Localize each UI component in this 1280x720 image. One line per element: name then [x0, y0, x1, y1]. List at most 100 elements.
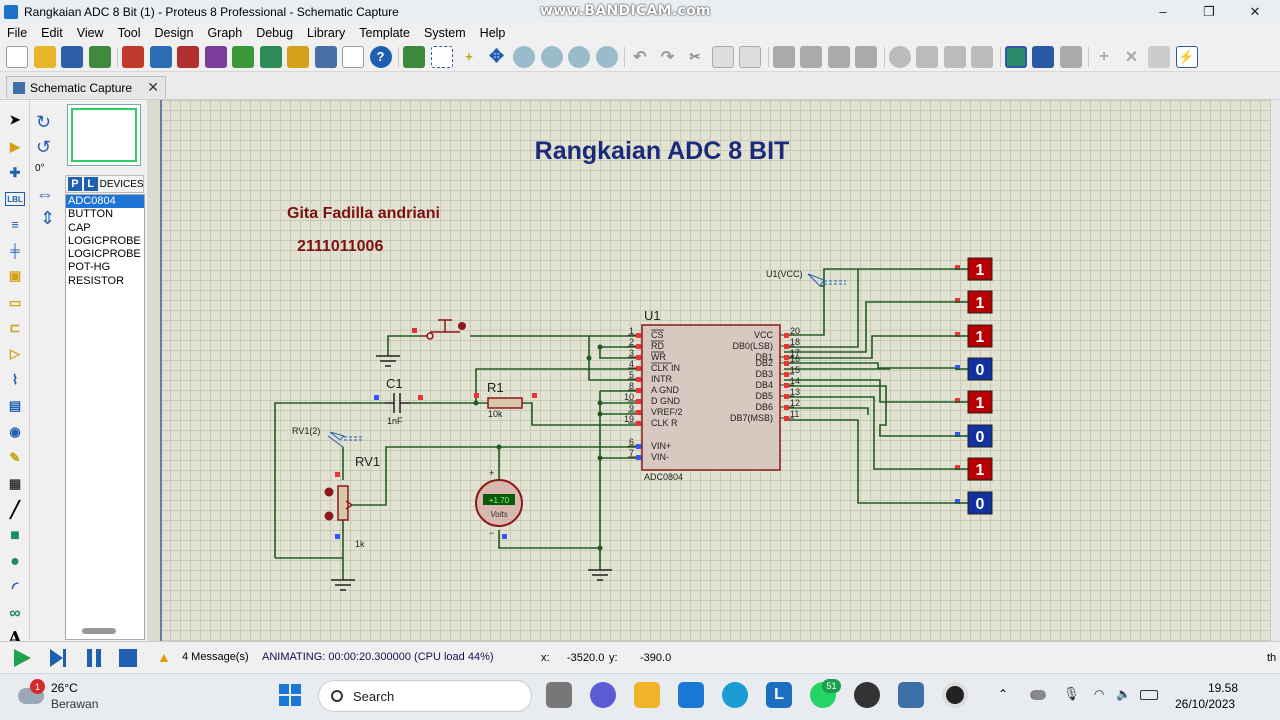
- tape-recorder-icon[interactable]: ⌇: [11, 372, 19, 387]
- menu-view[interactable]: View: [76, 25, 104, 40]
- selection-mode-icon[interactable]: ➤: [9, 112, 21, 127]
- bandicam-record-icon[interactable]: [942, 682, 968, 708]
- design-explorer-icon[interactable]: ⚡: [1175, 45, 1198, 68]
- paste-icon[interactable]: [739, 45, 761, 68]
- 3d-viewer-icon[interactable]: [232, 45, 254, 68]
- canvas-scrollbar[interactable]: [1271, 100, 1280, 641]
- schematic-icon[interactable]: [149, 45, 172, 68]
- buses-icon[interactable]: ╪: [10, 242, 20, 258]
- probe-mode-icon[interactable]: ◉: [9, 424, 21, 439]
- pause-button[interactable]: [84, 648, 104, 668]
- logic-probe[interactable]: 1: [955, 257, 993, 281]
- weather-desc[interactable]: Berawan: [51, 697, 99, 711]
- device-item[interactable]: LOGICPROBE: [68, 234, 141, 247]
- device-item[interactable]: ADC0804: [66, 195, 144, 209]
- block-move-icon[interactable]: [800, 45, 822, 68]
- block-rotate-icon[interactable]: [827, 45, 850, 68]
- pcb-icon[interactable]: [177, 45, 199, 68]
- media-player-icon[interactable]: [854, 682, 880, 708]
- block-delete-icon[interactable]: [855, 45, 877, 68]
- tab-close-icon[interactable]: ✕: [147, 79, 159, 95]
- box-tool-icon[interactable]: ■: [10, 527, 20, 544]
- menu-template[interactable]: Template: [359, 25, 410, 40]
- wifi-icon[interactable]: ◠: [1094, 687, 1105, 701]
- resistor-r1[interactable]: R1 10k: [474, 380, 537, 419]
- logic-probe[interactable]: 0: [955, 357, 993, 381]
- vsm-studio-icon[interactable]: [314, 45, 337, 68]
- dc-voltmeter[interactable]: +1.70 Volts + −: [475, 468, 523, 539]
- edge-browser-icon[interactable]: [722, 682, 748, 708]
- voltage-probe-rv1[interactable]: RV1(2): [292, 426, 362, 448]
- wire-autorouter-icon[interactable]: [1004, 45, 1027, 68]
- vcc-probe[interactable]: U1(VCC): [766, 269, 846, 287]
- tab-schematic-capture[interactable]: Schematic Capture ✕: [6, 76, 166, 98]
- maximize-button[interactable]: ❐: [1203, 3, 1215, 19]
- home-icon[interactable]: [122, 45, 144, 68]
- pick-device-icon[interactable]: [888, 45, 911, 68]
- decompose-icon[interactable]: [971, 45, 993, 68]
- menu-graph[interactable]: Graph: [207, 25, 243, 40]
- junction-dot-icon[interactable]: ✚: [9, 165, 21, 180]
- mirror-horizontal-icon[interactable]: ⇔: [36, 184, 54, 204]
- undo-icon[interactable]: ↶: [633, 48, 647, 66]
- refresh-icon[interactable]: [403, 45, 425, 68]
- device-item[interactable]: LOGICPROBE (: [68, 248, 144, 261]
- copy-icon[interactable]: [711, 45, 734, 68]
- push-button[interactable]: [412, 319, 466, 340]
- zoom-out-icon[interactable]: [540, 45, 563, 68]
- packaging-icon[interactable]: [943, 45, 966, 68]
- redo-icon[interactable]: ↷: [660, 48, 675, 66]
- weather-temp[interactable]: 26°C: [51, 681, 78, 695]
- device-pins-icon[interactable]: ⊏: [9, 320, 21, 335]
- capacitor-c1[interactable]: C1 1nF: [374, 376, 423, 426]
- taskbar-search[interactable]: Search: [318, 680, 532, 712]
- play-button[interactable]: [12, 648, 32, 668]
- menu-help[interactable]: Help: [479, 25, 506, 40]
- generator-icon[interactable]: ▤: [8, 398, 22, 413]
- text-script-icon[interactable]: ≡: [11, 216, 19, 232]
- menu-debug[interactable]: Debug: [256, 25, 294, 40]
- zoom-in-icon[interactable]: [513, 45, 535, 68]
- pick-devices-button[interactable]: P: [68, 177, 82, 191]
- volume-icon[interactable]: 🔈: [1116, 687, 1131, 701]
- zoom-all-icon[interactable]: [568, 45, 590, 68]
- arc-tool-icon[interactable]: ◜: [11, 580, 19, 597]
- close-button[interactable]: ✕: [1249, 3, 1261, 19]
- clock-time[interactable]: 19.58: [1208, 681, 1239, 695]
- graph-mode-icon[interactable]: ▷: [10, 346, 20, 361]
- save-icon[interactable]: [61, 45, 83, 68]
- path-tool-icon[interactable]: ∞: [9, 605, 21, 622]
- logic-probe[interactable]: 0: [955, 491, 993, 515]
- menu-file[interactable]: File: [7, 25, 28, 40]
- search-icon[interactable]: [1032, 45, 1054, 68]
- overview-preview[interactable]: [67, 104, 141, 166]
- terminals-icon[interactable]: ▭: [8, 295, 22, 310]
- device-item[interactable]: CAP: [68, 221, 91, 234]
- menu-library[interactable]: Library: [307, 25, 346, 40]
- stop-button[interactable]: [118, 648, 138, 668]
- battery-icon[interactable]: [1140, 690, 1158, 700]
- new-file-icon[interactable]: [6, 45, 28, 68]
- teams-chat-icon[interactable]: [590, 682, 616, 708]
- start-icon[interactable]: [279, 684, 301, 706]
- origin-icon[interactable]: +: [465, 49, 473, 64]
- property-tool-icon[interactable]: [1059, 45, 1082, 68]
- block-copy-icon[interactable]: [772, 45, 795, 68]
- help-icon[interactable]: ?: [369, 45, 392, 68]
- component-mode-icon[interactable]: ▶: [10, 139, 20, 154]
- pan-icon[interactable]: ✥: [488, 46, 505, 66]
- open-folder-icon[interactable]: [33, 45, 56, 68]
- mirror-vertical-icon[interactable]: ⇕: [40, 208, 56, 228]
- remove-sheet-icon[interactable]: ✕: [1124, 48, 1139, 66]
- rotate-ccw-icon[interactable]: ↺: [36, 137, 52, 157]
- potentiometer-rv1[interactable]: RV1 1k: [324, 454, 381, 549]
- import-icon[interactable]: [88, 45, 111, 68]
- zoom-area-icon[interactable]: [595, 45, 618, 68]
- line-tool-icon[interactable]: ╱: [10, 502, 20, 519]
- file-explorer-icon[interactable]: [634, 682, 660, 708]
- cost-icon[interactable]: [287, 45, 309, 68]
- library-manager-button[interactable]: L: [83, 177, 98, 191]
- show-hidden-icons-chevron-icon[interactable]: ⌃: [998, 687, 1009, 701]
- logic-probe[interactable]: 1: [955, 324, 993, 348]
